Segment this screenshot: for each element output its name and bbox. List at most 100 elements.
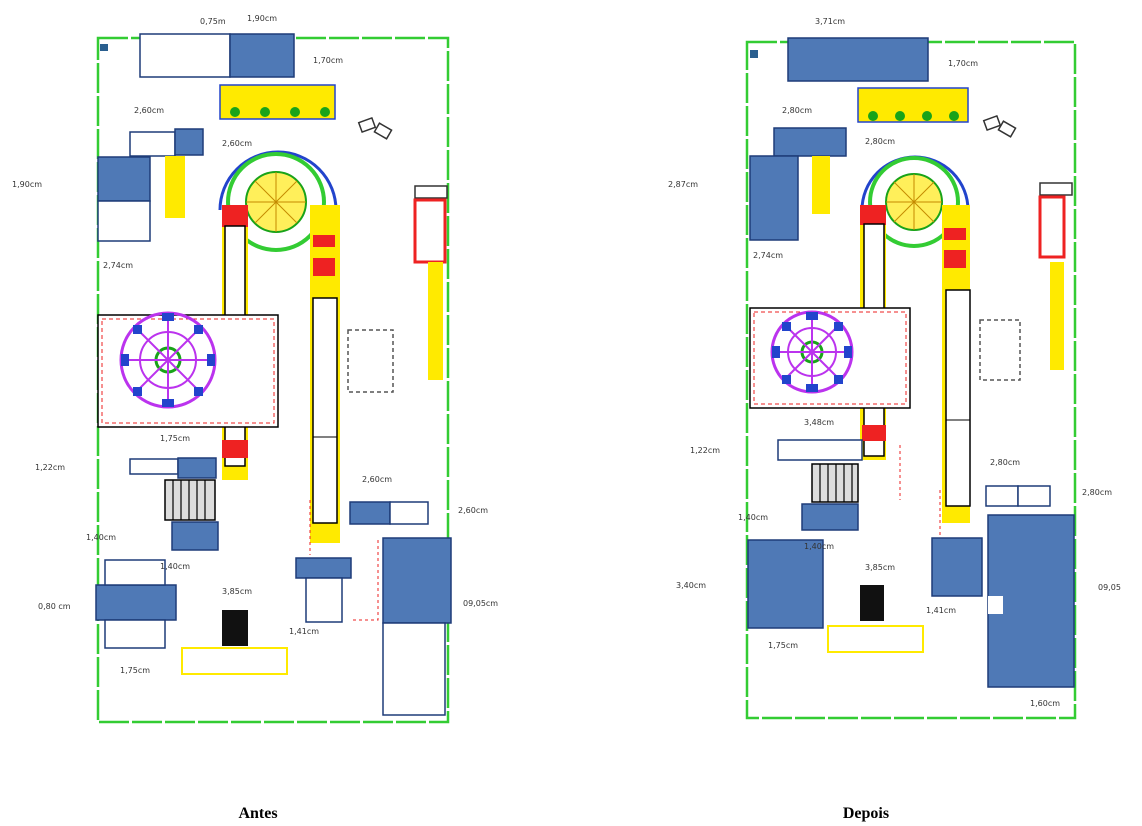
antes-line-red-c <box>222 440 248 458</box>
caption-antes: Antes <box>238 805 277 822</box>
antes-label-top-right: 1,70cm <box>313 56 343 65</box>
antes-route-dashed <box>309 500 379 621</box>
depois-label-lower-left-b: 1,40cm <box>738 513 768 522</box>
depois-lower-rack-slats <box>819 464 853 502</box>
depois-left-machine-a <box>773 127 847 157</box>
antes-label-lower-left-b: 1,40cm <box>86 533 116 542</box>
antes-conveyor-rollers <box>230 107 330 117</box>
antes-right-machine-large <box>382 537 452 624</box>
antes-left-table-a <box>129 131 176 157</box>
antes-center-table <box>305 577 343 623</box>
antes-bottom-left-machine <box>95 584 177 621</box>
antes-right-table-large <box>382 622 446 716</box>
depois-label-right-bottom-b: 1,60cm <box>1030 699 1060 708</box>
depois-boundary <box>745 40 1077 720</box>
depois-route-dashed <box>899 445 941 538</box>
antes-mixer-dial <box>119 311 217 409</box>
antes-mixer-dashed <box>101 318 275 424</box>
depois-lower-table-a <box>777 439 863 461</box>
antes-panel-walkway <box>428 262 443 380</box>
depois-right-gap <box>988 596 1003 614</box>
depois-label-center-bottom: 3,85cm <box>865 563 895 572</box>
antes-label-right-bottom: 09,05cm <box>463 599 498 608</box>
depois-left-walkway <box>812 156 830 214</box>
depois-label-center-bottom-b: 1,41cm <box>926 606 956 615</box>
depois-press-area <box>827 625 924 653</box>
antes-top-machine <box>229 33 295 78</box>
antes-left-table-b <box>97 200 151 242</box>
depois-bottom-left-machine <box>747 539 824 629</box>
depois-label-left-upper-b: 2,80cm <box>865 137 895 146</box>
depois-forklift-icon <box>982 114 1017 138</box>
depois-conveyor-rollers <box>868 111 959 121</box>
depois-label-lower-left-a: 1,22cm <box>690 446 720 455</box>
antes-mixer-area <box>97 314 279 428</box>
depois-right-table-a <box>985 485 1019 507</box>
antes-line-red-a <box>222 205 248 227</box>
antes-forklift-icon <box>357 116 393 140</box>
antes-dashed-area <box>347 329 394 393</box>
depois-floor-plan: 3,71cm 1,70cm 2,80cm 2,80cm 2,87cm 2,74c… <box>668 17 1121 720</box>
antes-label-lower-left-c: 1,40cm <box>160 562 190 571</box>
depois-line-red-e <box>944 250 966 268</box>
depois-label-right-bottom: 09,05 <box>1098 583 1121 592</box>
antes-label-bottom-left-side: 0,80 cm <box>38 602 71 611</box>
depois-label-bottom-left-side: 3,40cm <box>676 581 706 590</box>
antes-floor-plan: 0,75m 1,90cm 1,70cm 2,60cm 2,60cm 1,90cm… <box>12 14 498 724</box>
antes-panel-top <box>414 185 448 199</box>
antes-line-conveyor-b <box>312 297 338 524</box>
caption-depois: Depois <box>843 805 889 822</box>
antes-label-top-small: 0,75m <box>200 17 226 26</box>
antes-label-top-width: 1,90cm <box>247 14 277 23</box>
depois-label-left-side: 2,87cm <box>668 180 698 189</box>
depois-line-red-a <box>860 205 886 225</box>
antes-left-walkway <box>165 156 185 218</box>
depois-right-table-b <box>1017 485 1051 507</box>
depois-dashed-area <box>979 319 1021 381</box>
depois-label-right-mid-a: 2,80cm <box>990 458 1020 467</box>
antes-panel-red <box>413 198 447 264</box>
antes-bottom-left-table <box>104 619 166 649</box>
depois-label-bottom-left-width: 1,75cm <box>768 641 798 650</box>
antes-left-machine-a <box>174 128 204 156</box>
antes-label-left-upper-a: 2,60cm <box>134 106 164 115</box>
antes-door-marker <box>100 44 108 51</box>
antes-left-machine-b <box>97 156 151 202</box>
antes-label-lower-left-a: 1,22cm <box>35 463 65 472</box>
depois-line-red-c <box>862 425 886 441</box>
depois-mixer-dial <box>770 310 854 394</box>
depois-lower-machine-b <box>801 503 859 531</box>
antes-lower-table-a <box>129 458 179 475</box>
depois-line-red-d <box>944 228 966 240</box>
depois-panel-top <box>1039 182 1073 196</box>
depois-label-mid-left: 2,74cm <box>753 251 783 260</box>
antes-line-red-d <box>313 235 335 247</box>
antes-label-right-mid-b: 2,60cm <box>458 506 488 515</box>
depois-panel-red <box>1038 195 1066 259</box>
antes-press-area <box>181 647 288 675</box>
antes-press-icon <box>222 610 248 646</box>
antes-label-left-upper-b: 2,60cm <box>222 139 252 148</box>
depois-label-top-width: 3,71cm <box>815 17 845 26</box>
antes-label-left-side: 1,90cm <box>12 180 42 189</box>
depois-lower-rack <box>811 463 859 503</box>
antes-label-right-mid-a: 2,60cm <box>362 475 392 484</box>
antes-bottom-left-table-top <box>104 559 166 586</box>
antes-right-table-small <box>389 501 429 525</box>
depois-press-icon <box>860 585 884 621</box>
antes-right-machine-small <box>349 501 391 525</box>
depois-door-marker <box>750 50 758 58</box>
depois-line-conveyor-b <box>945 289 971 507</box>
depois-mixer-dashed <box>753 311 907 405</box>
depois-label-table-width: 3,48cm <box>804 418 834 427</box>
depois-top-machine <box>787 37 929 82</box>
antes-label-bottom-left-width: 1,75cm <box>120 666 150 675</box>
antes-label-mid-left: 2,74cm <box>103 261 133 270</box>
depois-label-top-right: 1,70cm <box>948 59 978 68</box>
depois-label-lower-left-c: 1,40cm <box>804 542 834 551</box>
depois-panel-walkway <box>1050 262 1064 370</box>
depois-label-right-mid-b: 2,80cm <box>1082 488 1112 497</box>
depois-center-machine <box>931 537 983 597</box>
depois-left-machine-b <box>749 155 799 241</box>
